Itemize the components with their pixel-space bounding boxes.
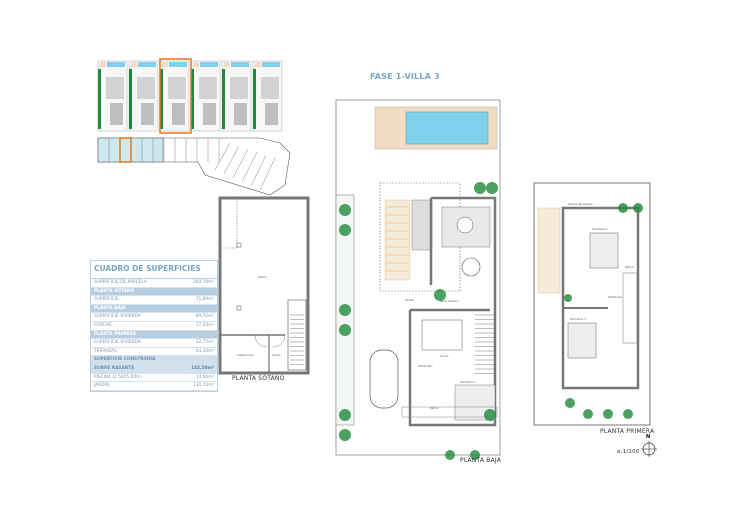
room-label: Salón comedor — [440, 299, 460, 303]
table-row: PISCINA (2,50X5,60m) 14,00m² — [91, 374, 217, 383]
table-row: SUPERFICIE VIVIENDA 32,75m² — [91, 339, 217, 348]
room-label: Instalaciones — [237, 353, 254, 357]
plant-icon — [603, 409, 613, 419]
room-label: Cocina — [440, 354, 449, 358]
table-row: TERRAZAS 44,30m² — [91, 348, 217, 357]
room-label: Dormitorio 3 — [570, 317, 586, 321]
plan-baja: Terraza Salón comedor Cocina Distribuido… — [335, 99, 501, 460]
north-label: N — [646, 434, 651, 440]
row-label: SUPERFICIE — [94, 297, 119, 303]
table-row: PLANTA SÓTANO — [91, 287, 217, 297]
room-label: Sótano — [258, 275, 267, 279]
room-label: Dormitorio 1 — [460, 380, 476, 384]
plant-icon — [484, 409, 496, 421]
plant-icon — [339, 409, 351, 421]
parking-strip — [97, 137, 291, 196]
table-row: JARDIN 130,10m² — [91, 382, 217, 391]
room-label: Terraza — [405, 298, 414, 302]
site-plan — [97, 58, 291, 196]
table-row: SUPERFICIE DE PARCELA 264,78m² — [91, 279, 217, 288]
row-value: 44,30m² — [195, 348, 214, 354]
pool — [405, 111, 489, 145]
plan-label-primera: PLANTA PRIMERA — [600, 428, 655, 435]
room-label: Acceso — [272, 353, 281, 357]
row-label: JARDIN — [94, 383, 109, 389]
plant-icon — [339, 324, 351, 336]
room-label: Terraza descubierta — [568, 202, 593, 206]
plant-icon — [565, 398, 575, 408]
room-label: Baño 1 — [430, 406, 439, 410]
plant-icon — [445, 450, 455, 460]
selected-parking-highlight — [119, 137, 132, 163]
table-row: PLANTA PRIMERA — [91, 330, 217, 340]
plant-icon — [339, 224, 351, 236]
row-label: SUPERFICIE DE PARCELA — [94, 280, 147, 285]
table-row: SUPERFICIE VIVIENDA 89,72m² — [91, 313, 217, 322]
row-value: 71,89m² — [195, 297, 214, 303]
room-label: Distribuidor — [608, 295, 624, 299]
selected-villa-highlight — [159, 58, 192, 134]
row-value: 264,78m² — [193, 280, 214, 285]
row-value: 89,72m² — [195, 314, 214, 320]
room-label: Distribuidor — [418, 364, 434, 368]
page-title: FASE 1-VILLA 3 — [370, 72, 440, 81]
row-label: PORCHE — [94, 322, 112, 328]
table-title: CUADRO DE SUPERFICIES — [91, 261, 217, 279]
table-row: PORCHE 17,24m² — [91, 322, 217, 331]
villa-thumbnail — [190, 60, 221, 132]
car — [369, 349, 399, 409]
table-row: PLANTA BAJA — [91, 304, 217, 314]
table-row: SUPERFICIE CONSTRUIDA — [91, 356, 217, 365]
row-value: 142,50m² — [191, 365, 214, 371]
row-label: PLANTA BAJA — [94, 305, 126, 311]
row-label: PLANTA SÓTANO — [94, 288, 135, 294]
room-label: Baño 2 — [625, 265, 634, 269]
villa-thumbnail — [97, 60, 128, 132]
row-label: PISCINA (2,50X5,60m) — [94, 374, 142, 380]
villa-thumbnail — [252, 60, 283, 132]
plan-label-baja: PLANTA BAJA — [460, 457, 502, 464]
villa-thumbnail — [159, 60, 190, 132]
row-label: SUPERFICIE CONSTRUIDA — [94, 357, 156, 363]
plant-icon — [618, 203, 628, 213]
plant-icon — [339, 204, 351, 216]
plant-icon — [583, 409, 593, 419]
plant-icon — [339, 429, 351, 441]
row-value: 17,24m² — [195, 322, 214, 328]
plant-icon — [474, 182, 486, 194]
table-row: SUPERFICIE 71,89m² — [91, 296, 217, 305]
plant-icon — [633, 203, 643, 213]
row-value: 14,00m² — [195, 374, 214, 380]
row-label: SOBRE RASANTE — [94, 365, 135, 371]
scale-label: e:1/100 — [617, 449, 640, 455]
table-row: SOBRE RASANTE 142,50m² — [91, 364, 217, 374]
villa-thumbnail — [128, 60, 159, 132]
plant-icon — [564, 294, 572, 302]
plant-icon — [623, 409, 633, 419]
plan-label-sotano: PLANTA SÓTANO — [232, 375, 285, 382]
row-value: 32,75m² — [195, 340, 214, 346]
plan-sotano: Sótano Instalaciones Acceso — [218, 196, 310, 375]
plant-icon — [434, 289, 446, 301]
room-label: Dormitorio 2 — [592, 227, 608, 231]
villa-thumbnail — [221, 60, 252, 132]
row-label: SUPERFICIE VIVIENDA — [94, 340, 141, 346]
north-arrow-icon — [641, 441, 657, 457]
surfaces-table: CUADRO DE SUPERFICIES SUPERFICIE DE PARC… — [90, 260, 218, 392]
row-label: TERRAZAS — [94, 348, 117, 354]
plant-icon — [470, 450, 480, 460]
plant-icon — [486, 182, 498, 194]
plan-primera: Terraza descubierta Dormitorio 2 Dormito… — [533, 182, 651, 426]
row-value: 130,10m² — [193, 383, 214, 389]
row-label: SUPERFICIE VIVIENDA — [94, 314, 141, 320]
plant-icon — [339, 304, 351, 316]
row-label: PLANTA PRIMERA — [94, 331, 137, 337]
